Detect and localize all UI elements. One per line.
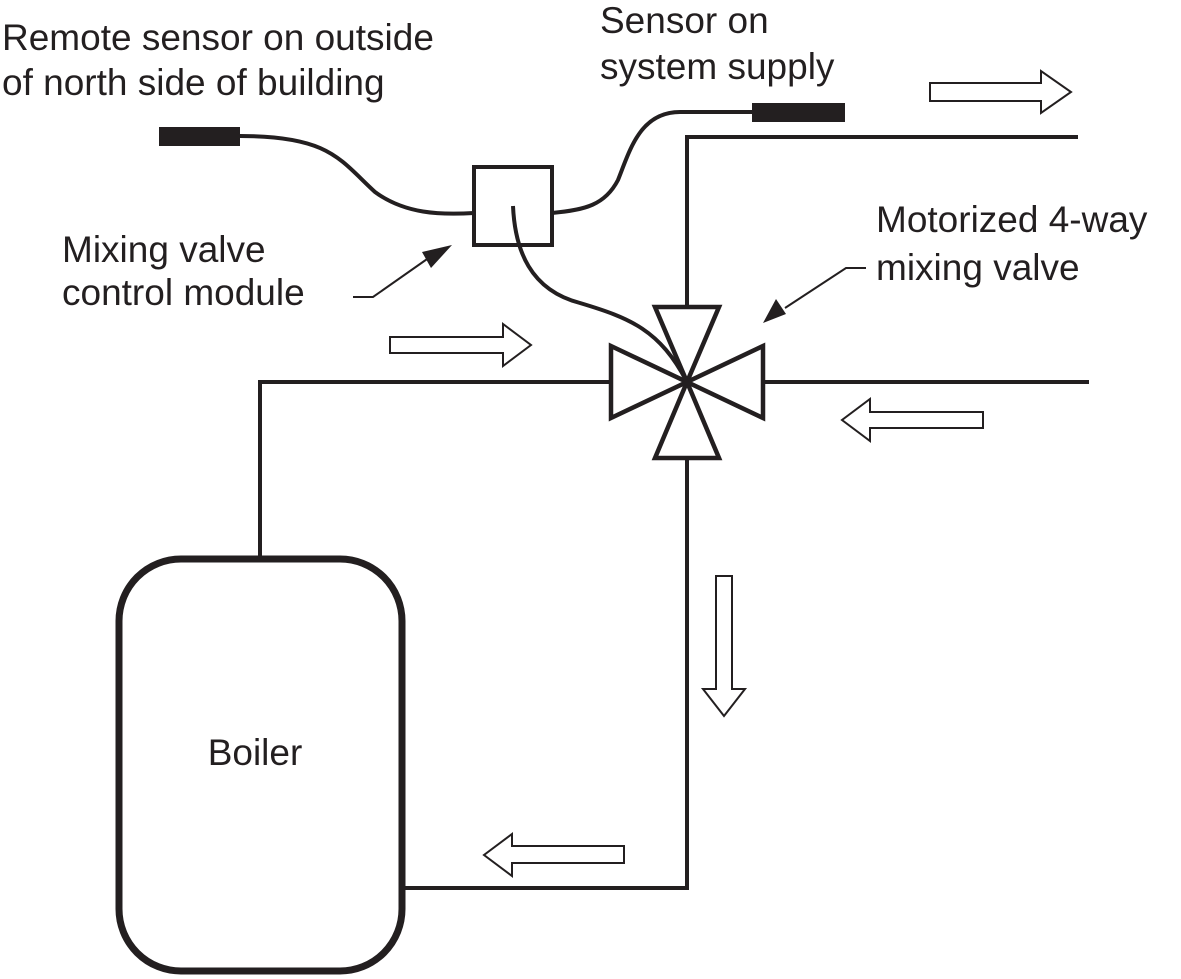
flow-arrow-down-icon <box>700 575 748 718</box>
remote-sensor-label-line-2: of north side of building <box>2 62 385 103</box>
supply-sensor-label-line-2: system supply <box>600 46 835 87</box>
flow-arrow-right-icon <box>389 322 533 368</box>
boiler-supply-pipe <box>258 380 613 560</box>
system-supply-pipe <box>685 135 1078 309</box>
control-module-label-line-2: control module <box>62 272 305 313</box>
control-module-label-line-1: Mixing valve <box>62 229 266 270</box>
remote-sensor-label: Remote sensor on outside of north side o… <box>2 17 444 103</box>
valve-port-right <box>681 342 766 422</box>
valve-port-bottom <box>651 376 723 461</box>
flow-arrow-left-icon <box>840 397 984 443</box>
remote-sensor <box>159 127 240 146</box>
mixing-valve-label-line-2: mixing valve <box>876 247 1080 288</box>
flow-arrow-right-icon <box>929 69 1073 115</box>
supply-sensor-wire <box>551 110 752 215</box>
mixing-valve-leader <box>763 267 866 323</box>
remote-sensor-label-line-1: Remote sensor on outside <box>2 17 434 58</box>
leader-arrowhead-icon <box>763 299 786 323</box>
supply-sensor <box>752 103 845 122</box>
control-module-leader <box>353 245 452 298</box>
valve-port-top <box>651 304 723 388</box>
mixing-valve-4-way <box>608 304 766 461</box>
valve-control-wire <box>511 205 689 383</box>
mixing-valve-label-line-1: Motorized 4-way <box>876 199 1148 240</box>
remote-sensor-wire <box>239 134 475 216</box>
boiler <box>115 555 406 975</box>
mixing-valve-label: Motorized 4-way mixing valve <box>876 199 1158 288</box>
boiler-label: Boiler <box>208 732 303 773</box>
boiler-return-pipe <box>402 456 689 890</box>
flow-arrow-left-icon <box>482 832 625 878</box>
supply-sensor-label: Sensor on system supply <box>600 0 835 87</box>
valve-port-left <box>608 342 693 422</box>
leader-arrowhead-icon <box>422 245 452 268</box>
control-module-label: Mixing valve control module <box>62 229 305 313</box>
supply-sensor-label-line-1: Sensor on <box>600 0 769 41</box>
